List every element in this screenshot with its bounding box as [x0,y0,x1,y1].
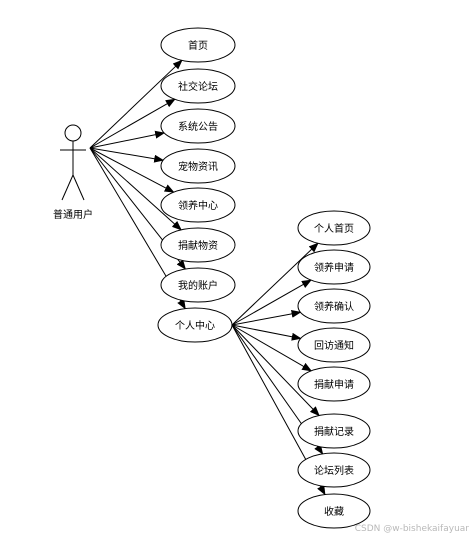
personal-center-connector-arrow [231,324,313,372]
use-case-label: 收藏 [324,505,344,518]
use-case-label: 捐献物资 [178,239,218,252]
use-case-donate-goods: 捐献物资 [160,227,236,263]
sub-use-cases: 个人首页 领养申请 领养确认 回访通知 捐献申请 捐献记录 论坛列表 收藏 [297,210,371,529]
use-case-personal-center: 个人中心 [157,307,233,343]
use-case-home: 首页 [160,27,236,63]
personal-center-connector-arrow [231,309,302,326]
use-case-donate-record: 捐献记录 [297,413,371,449]
use-case-label: 捐献记录 [314,425,354,438]
use-case-donate-apply: 捐献申请 [297,366,371,402]
actor-connector-arrow [89,147,182,231]
actor-right-leg [72,174,85,201]
use-case-label: 领养申请 [314,261,354,274]
personal-center-connector-arrow [231,242,319,326]
use-case-label: 首页 [188,39,208,52]
use-case-label: 回访通知 [314,339,354,352]
use-case-personal-home: 个人首页 [297,210,371,246]
use-case-adoption-center: 领养中心 [160,187,236,223]
use-case-label: 个人首页 [314,222,354,235]
use-case-label: 个人中心 [175,319,215,332]
use-case-favorites: 收藏 [297,493,371,529]
primary-use-cases: 首页 社交论坛 系统公告 宠物资讯 领养中心 捐献物资 我的账户 个人中心 [157,27,236,343]
watermark: CSDN @w-bishekaifayuar [354,524,469,534]
use-case-forum-list: 论坛列表 [297,452,371,488]
use-case-label: 捐献申请 [314,378,354,391]
use-case-label: 社交论坛 [178,80,218,93]
use-case-adoption-confirm: 领养确认 [297,288,371,324]
actor-left-leg [61,174,74,201]
actor-head [64,124,82,142]
use-case-announcement: 系统公告 [160,108,236,144]
actor-user: 普通用户 [53,124,93,221]
actor-connector-arrow [89,98,176,149]
actor-connector-arrow [89,59,183,149]
actor-label: 普通用户 [53,208,93,221]
actor-connector-arrow [89,147,165,163]
use-case-pet-news: 宠物资讯 [160,148,236,184]
use-case-label: 领养中心 [178,199,218,212]
use-case-visit-notice: 回访通知 [297,327,371,363]
personal-center-connector-arrow [231,324,302,341]
use-case-label: 系统公告 [178,120,218,133]
use-case-my-account: 我的账户 [160,267,236,303]
actor-connector-arrow [89,130,166,149]
use-case-label: 论坛列表 [314,464,354,477]
use-case-label: 我的账户 [178,279,218,292]
personal-center-connector-arrow [231,279,312,326]
use-case-forum: 社交论坛 [160,68,236,104]
use-case-label: 宠物资讯 [178,160,218,173]
actor-connector-arrow [89,147,175,193]
personal-center-connector-arrow [231,324,320,417]
connectors [89,59,326,496]
use-case-adoption-apply: 领养申请 [297,249,371,285]
use-case-label: 领养确认 [314,300,354,313]
